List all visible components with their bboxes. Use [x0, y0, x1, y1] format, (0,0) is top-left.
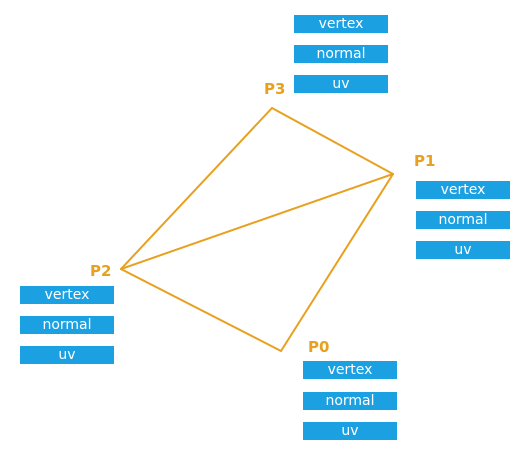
point-label-p3: P3	[264, 80, 286, 98]
p1-normal-attribute: normal	[416, 211, 510, 229]
edge-p3-p1	[271, 107, 394, 175]
edge-p1-p0	[280, 173, 394, 352]
p3-vertex-attribute: vertex	[294, 15, 388, 33]
edge-p2-p1	[120, 173, 394, 270]
edge-p2-p3	[120, 107, 273, 270]
point-label-p0: P0	[308, 338, 330, 356]
p0-vertex-attribute: vertex	[303, 361, 397, 379]
p3-uv-attribute: uv	[294, 75, 388, 93]
point-label-p2: P2	[90, 262, 112, 280]
p1-vertex-attribute: vertex	[416, 181, 510, 199]
p3-normal-attribute: normal	[294, 45, 388, 63]
p0-normal-attribute: normal	[303, 392, 397, 410]
point-label-p1: P1	[414, 152, 436, 170]
p2-vertex-attribute: vertex	[20, 286, 114, 304]
edge-p0-p2	[120, 268, 282, 352]
p1-uv-attribute: uv	[416, 241, 510, 259]
p2-normal-attribute: normal	[20, 316, 114, 334]
p2-uv-attribute: uv	[20, 346, 114, 364]
p0-uv-attribute: uv	[303, 422, 397, 440]
